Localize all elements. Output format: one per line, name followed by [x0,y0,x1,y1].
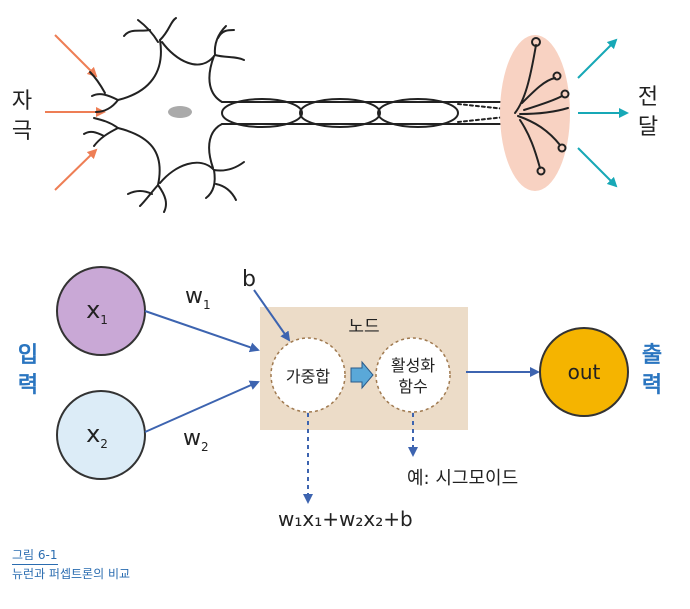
input-node-x2 [56,390,146,480]
activation-label-line1: 활성화 [391,356,435,375]
bias-arrow [253,289,291,342]
stimulus-label-1: 자 [12,89,32,114]
weighted-sum-formula: w₁x₁+w₂x₂+b [278,507,413,531]
weight-arrow-w1 [144,310,260,353]
output-label: out [568,360,601,384]
weighted-sum-label: 가중합 [286,367,330,386]
myelin-sheath-3 [377,98,459,128]
transmit-arrow-bottom [577,147,618,188]
weight-w2-label: w2 [183,426,209,454]
figure-caption: 그림 6-1 뉴런과 퍼셉트론의 비교 [12,546,130,583]
weighted-sum-node [270,337,346,413]
output-side-label-1: 출 [642,343,662,368]
input-side-label-2: 력 [18,373,38,398]
myelin-sheath-1 [221,98,303,128]
weight-arrow-w2 [144,380,260,433]
transmit-label-2: 달 [638,115,658,140]
stimulus-label-2: 극 [12,119,32,144]
nucleus [168,106,192,118]
stimulus-arrow-bottom [54,148,98,191]
stimulus-arrows [45,34,106,191]
bias-label: b [242,267,256,292]
activation-example: 예: 시그모이드 [407,468,518,489]
activation-function-node [375,337,451,413]
neuron-cell [83,17,516,213]
activation-label-line2: 함수 [398,377,427,396]
myelin-sheath-2 [299,98,381,128]
weight-w1-label: w1 [185,284,211,312]
input-x2-label: x2 [86,420,108,451]
block-arrow-icon [350,360,374,390]
transmit-arrow-top [577,38,618,79]
output-node [539,327,629,417]
axon-terminal-branches [514,37,570,176]
figure-caption-title: 그림 6-1 [12,546,58,565]
transmit-arrows [577,38,629,188]
input-node-x1 [56,266,146,356]
stimulus-arrow-top [54,34,98,78]
transmit-label-1: 전 [638,85,658,110]
output-side-label-2: 력 [642,373,662,398]
figure-caption-text: 뉴런과 퍼셉트론의 비교 [12,567,131,581]
input-x1-label: x1 [86,296,108,327]
node-label: 노드 [348,317,379,337]
input-side-label-1: 입 [18,343,38,368]
